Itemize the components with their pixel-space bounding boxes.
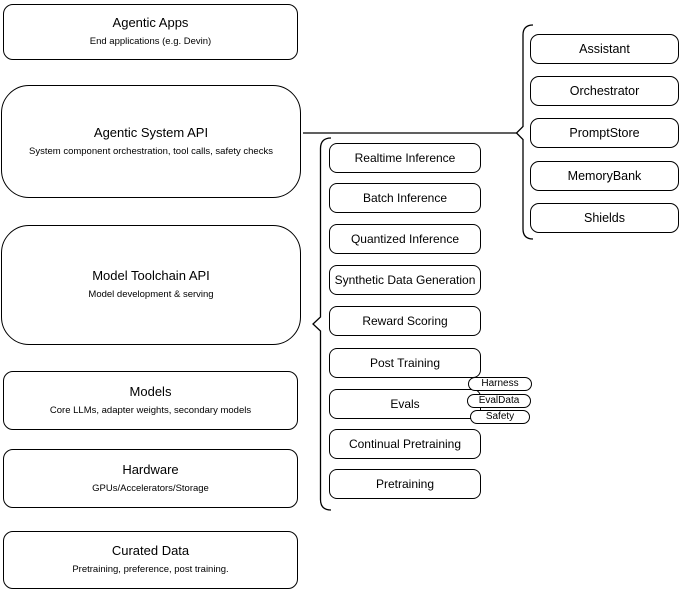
node-title: Models — [129, 383, 172, 399]
node-subtitle: Model development & serving — [88, 289, 214, 301]
tag-safety: Safety — [470, 410, 530, 424]
node-memorybank: MemoryBank — [530, 161, 679, 191]
node-title: Model Toolchain API — [92, 268, 210, 284]
node-subtitle: System component orchestration, tool cal… — [29, 145, 273, 157]
node-agentic-system-api: Agentic System API System component orch… — [1, 85, 301, 198]
node-model-toolchain-api: Model Toolchain API Model development & … — [1, 225, 301, 345]
node-pretraining: Pretraining — [329, 469, 481, 499]
node-subtitle: GPUs/Accelerators/Storage — [92, 482, 209, 494]
node-hardware: Hardware GPUs/Accelerators/Storage — [3, 449, 298, 508]
node-assistant: Assistant — [530, 34, 679, 64]
node-subtitle: Core LLMs, adapter weights, secondary mo… — [49, 404, 252, 416]
node-orchestrator: Orchestrator — [530, 76, 679, 106]
node-promptstore: PromptStore — [530, 118, 679, 148]
node-shields: Shields — [530, 203, 679, 233]
node-subtitle: Pretraining, preference, post training. — [72, 564, 229, 576]
node-title: Agentic System API — [93, 124, 209, 140]
node-quantized-inference: Quantized Inference — [329, 224, 481, 254]
node-title: Agentic Apps — [112, 15, 189, 31]
node-evals: Evals — [329, 389, 481, 419]
node-reward-scoring: Reward Scoring — [329, 306, 481, 336]
tag-harness: Harness — [468, 377, 532, 391]
node-subtitle: End applications (e.g. Devin) — [89, 36, 212, 48]
node-models: Models Core LLMs, adapter weights, secon… — [3, 371, 298, 430]
tag-evaldata: EvalData — [467, 394, 531, 408]
node-agentic-apps: Agentic Apps End applications (e.g. Devi… — [3, 4, 298, 60]
node-title: Hardware — [122, 461, 179, 477]
node-curated-data: Curated Data Pretraining, preference, po… — [3, 531, 298, 589]
node-post-training: Post Training — [329, 348, 481, 378]
node-title: Curated Data — [111, 543, 190, 559]
node-synthetic-data-generation: Synthetic Data Generation — [329, 265, 481, 295]
node-batch-inference: Batch Inference — [329, 183, 481, 213]
node-continual-pretraining: Continual Pretraining — [329, 429, 481, 459]
node-realtime-inference: Realtime Inference — [329, 143, 481, 173]
